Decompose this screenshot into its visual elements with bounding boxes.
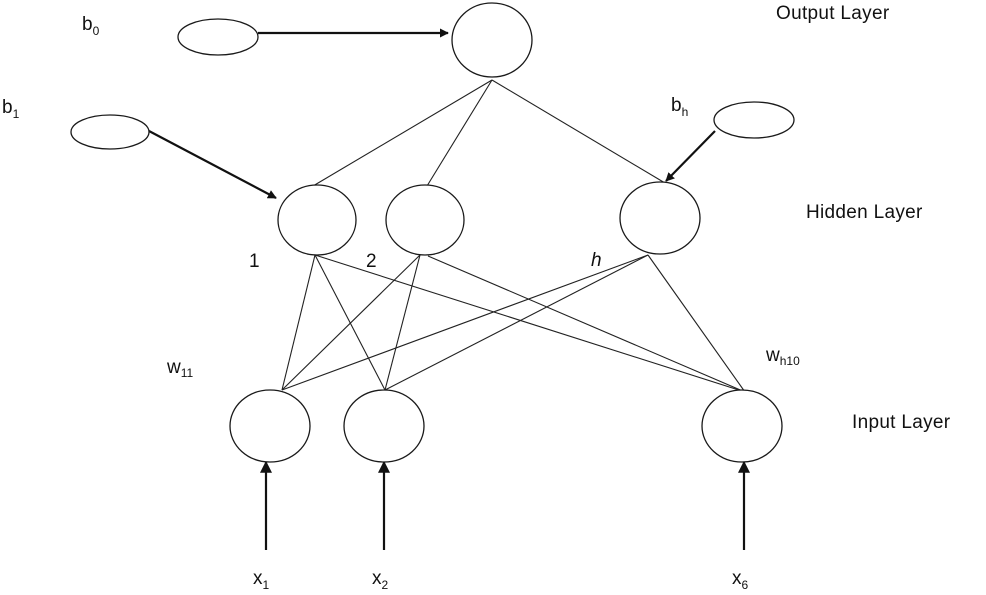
input-layer-label: Input Layer <box>852 412 951 433</box>
input-x1-sub: 1 <box>263 578 270 592</box>
bias-b0-sub: 0 <box>93 24 100 38</box>
weight-wh10-label: wh10 <box>765 345 800 368</box>
bias-bh-sub: h <box>682 105 689 119</box>
bias-node-bh <box>713 101 795 139</box>
input-x6-label: x6 <box>732 568 749 592</box>
input-x1-label: x1 <box>253 568 270 592</box>
bias-bh-label: bh <box>671 95 688 119</box>
hidden-node-2 <box>385 184 465 256</box>
hidden-layer-label: Hidden Layer <box>806 202 923 223</box>
input-x6-base: x <box>732 568 742 589</box>
bias-b1-label: b1 <box>2 97 20 121</box>
weight-w11-base: w <box>166 357 181 378</box>
weight-wh10-base: w <box>765 345 780 366</box>
edge-hiddenh-input2 <box>384 254 649 391</box>
bias-b1-arrow <box>148 130 277 199</box>
bias-bh-base: b <box>671 95 682 116</box>
input-node-x6 <box>701 389 783 463</box>
input-x2-label: x2 <box>372 568 389 592</box>
output-layer-label: Output Layer <box>776 3 890 24</box>
edge-output-hidden1 <box>312 79 493 187</box>
edge-hidden2-input6 <box>427 255 746 393</box>
edge-output-hiddenh <box>491 79 666 184</box>
weight-w11-sub: 11 <box>181 366 194 380</box>
hidden-node-1-index: 1 <box>249 251 260 272</box>
edge-hiddenh-input1 <box>281 254 649 391</box>
weight-w11-label: w11 <box>166 357 194 380</box>
hidden-input-connections <box>281 254 746 393</box>
input-node-x1 <box>229 389 311 463</box>
input-x1-base: x <box>253 568 263 589</box>
hidden-node-2-index: 2 <box>366 251 377 272</box>
input-x2-sub: 2 <box>382 578 389 592</box>
bias-node-b1 <box>70 114 150 150</box>
edge-hidden2-input1 <box>281 254 421 391</box>
edge-hidden2-input2 <box>384 254 421 391</box>
hidden-node-h-index: h <box>591 250 602 271</box>
edge-hidden1-input6 <box>314 254 746 393</box>
bias-b1-sub: 1 <box>13 107 20 121</box>
bias-b0-label: b0 <box>82 14 100 38</box>
edge-hidden1-input1 <box>281 254 316 391</box>
bias-node-b0 <box>177 18 259 56</box>
bias-bh-arrow <box>665 130 716 182</box>
output-hidden-connections <box>312 79 666 187</box>
edge-output-hidden2 <box>426 79 493 187</box>
bias-b1-base: b <box>2 97 13 118</box>
bias-b0-base: b <box>82 14 93 35</box>
edge-hiddenh-input6 <box>647 254 746 393</box>
edge-hidden1-input2 <box>314 254 386 391</box>
hidden-node-h <box>619 181 701 255</box>
hidden-node-1 <box>277 184 357 256</box>
input-node-x2 <box>343 389 425 463</box>
output-node <box>451 2 533 78</box>
weight-wh10-sub: h10 <box>780 354 800 368</box>
input-x2-base: x <box>372 568 382 589</box>
input-x6-sub: 6 <box>742 578 749 592</box>
